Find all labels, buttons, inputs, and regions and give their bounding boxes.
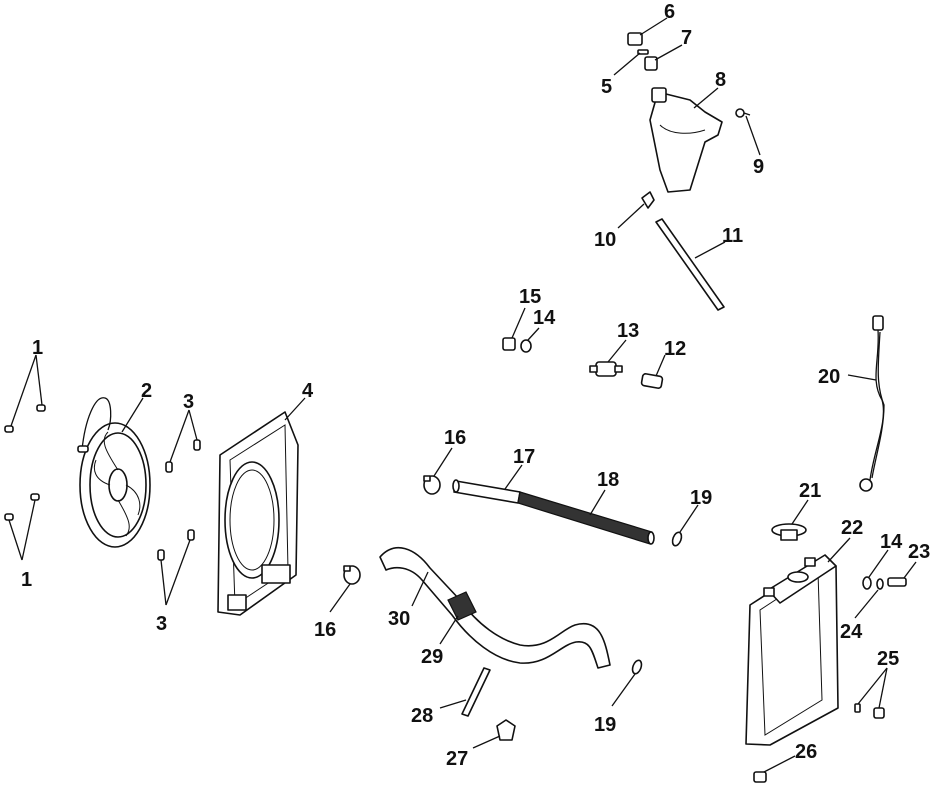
callout-1-top: 1 xyxy=(32,337,43,359)
callout-19-lower: 19 xyxy=(594,714,616,736)
callout-16-upper: 16 xyxy=(444,427,466,449)
callout-19-upper: 19 xyxy=(690,487,712,509)
fan-part-2 xyxy=(77,397,151,548)
callout-7: 7 xyxy=(681,27,692,49)
callout-labels: 1 1 2 3 3 4 5 6 7 8 9 10 11 12 13 14 14 … xyxy=(21,1,930,770)
tube-part-11 xyxy=(655,218,725,311)
coupler-part-12 xyxy=(640,373,664,389)
hose-part-17 xyxy=(452,479,521,504)
tie-part-28 xyxy=(461,667,491,717)
screw-part-9 xyxy=(735,108,751,118)
hose-part-30 xyxy=(379,547,611,669)
callout-14-right: 14 xyxy=(880,531,903,553)
callout-24: 24 xyxy=(840,621,863,643)
nut-part-15 xyxy=(502,337,516,351)
leader-lines xyxy=(8,17,917,773)
cap-part-6 xyxy=(627,32,643,46)
screw-part-3 xyxy=(157,439,201,561)
washer-part-14-right xyxy=(862,576,872,590)
callout-13: 13 xyxy=(617,320,639,342)
reservoir-part-8 xyxy=(649,87,723,193)
washer-part-24 xyxy=(876,578,884,590)
callout-5: 5 xyxy=(601,76,612,98)
sleeve-part-29 xyxy=(447,591,477,621)
sensor-part-20 xyxy=(859,315,885,492)
clip-part-27 xyxy=(496,719,516,741)
callout-14: 14 xyxy=(533,307,556,329)
callout-3-bottom: 3 xyxy=(156,613,167,635)
callout-1-bottom: 1 xyxy=(21,569,32,591)
callout-9: 9 xyxy=(753,156,764,178)
callout-11: 11 xyxy=(722,225,743,247)
callout-6: 6 xyxy=(664,1,675,23)
gasket-part-5 xyxy=(637,49,649,55)
callout-18: 18 xyxy=(597,469,619,491)
washer-part-14 xyxy=(520,339,532,353)
clamp-part-10 xyxy=(641,191,655,209)
callout-4: 4 xyxy=(302,380,314,402)
callout-12: 12 xyxy=(664,338,686,360)
screw-part-1-a xyxy=(4,404,46,521)
callout-29: 29 xyxy=(421,646,443,668)
callout-26: 26 xyxy=(795,741,817,763)
callout-28: 28 xyxy=(411,705,433,727)
fitting-part-7 xyxy=(644,56,658,71)
cap-part-21 xyxy=(771,523,807,541)
shroud-part-4 xyxy=(217,411,299,616)
bolt-part-23 xyxy=(887,577,907,587)
sleeve-part-18 xyxy=(517,491,655,545)
callout-3-top: 3 xyxy=(183,391,194,413)
callout-16-lower: 16 xyxy=(314,619,336,641)
callout-30: 30 xyxy=(388,608,410,630)
plug-part-26 xyxy=(753,771,767,783)
callout-15: 15 xyxy=(519,286,541,308)
clamp-part-16-upper xyxy=(423,475,441,495)
callout-8: 8 xyxy=(715,69,726,91)
callout-10: 10 xyxy=(594,229,616,251)
callout-25: 25 xyxy=(877,648,899,670)
callout-22: 22 xyxy=(841,517,863,539)
connector-part-13 xyxy=(589,361,623,377)
clamp-part-16-lower xyxy=(343,565,361,585)
callout-27: 27 xyxy=(446,748,468,770)
clamp-part-19-lower xyxy=(631,659,643,675)
callout-2: 2 xyxy=(141,380,152,402)
callout-20: 20 xyxy=(818,366,840,388)
callout-21: 21 xyxy=(799,480,821,502)
callout-17: 17 xyxy=(513,446,535,468)
clamp-part-19-upper xyxy=(671,531,683,547)
radiator-part-22 xyxy=(745,554,839,746)
callout-23: 23 xyxy=(908,541,930,563)
